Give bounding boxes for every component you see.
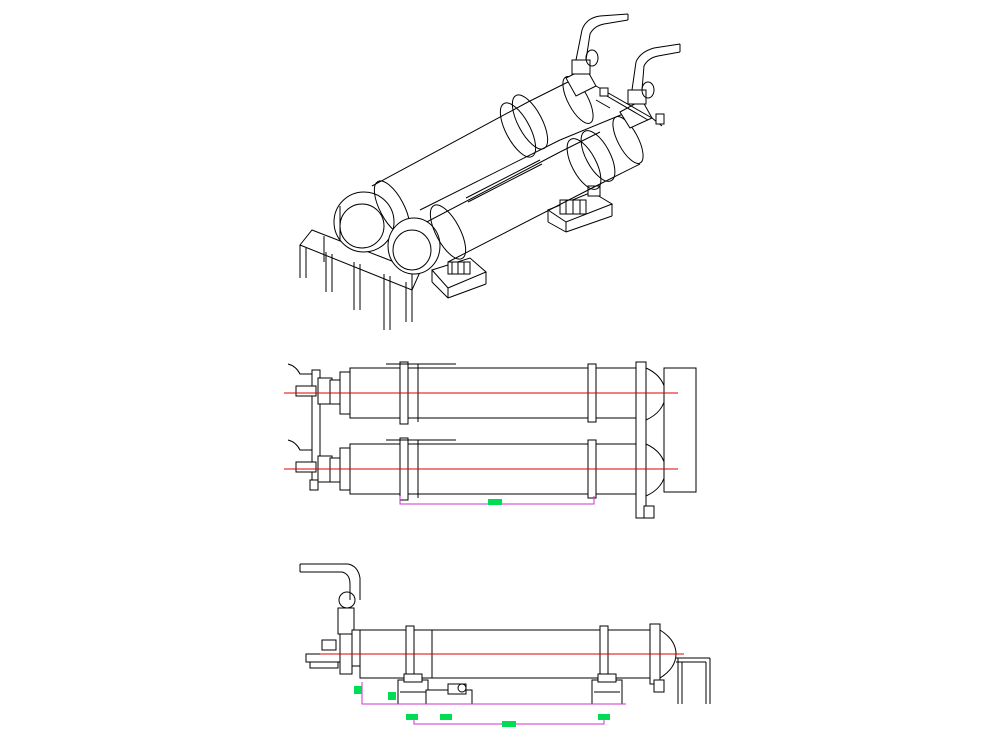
dimension-tag (354, 686, 362, 694)
side-view (299, 563, 711, 727)
isometric-view (299, 13, 681, 330)
discharge-end-top (635, 361, 697, 519)
hood-frame (595, 85, 665, 127)
exhaust-duct-side (299, 563, 361, 675)
discharge-hood-rear (565, 13, 629, 97)
dimension-tag (440, 714, 452, 720)
roller-station-left (397, 673, 429, 705)
support-base-front (431, 257, 487, 299)
discharge-hood-front (619, 43, 681, 129)
dimension-tag (502, 721, 516, 727)
dimension-tag (488, 499, 502, 505)
feed-frame-top (287, 363, 351, 491)
feed-platform (299, 229, 421, 330)
dimension-tag (598, 714, 610, 720)
rotary-drum-rear (333, 76, 601, 253)
support-base-rear (546, 185, 614, 233)
drive-unit (425, 683, 473, 705)
roller-station-right (591, 673, 623, 705)
dimension-tag (388, 692, 396, 700)
top-view (284, 361, 697, 519)
dimension-tag (406, 714, 418, 720)
outlet-stand (676, 657, 711, 704)
rotary-drum-front (387, 111, 644, 275)
